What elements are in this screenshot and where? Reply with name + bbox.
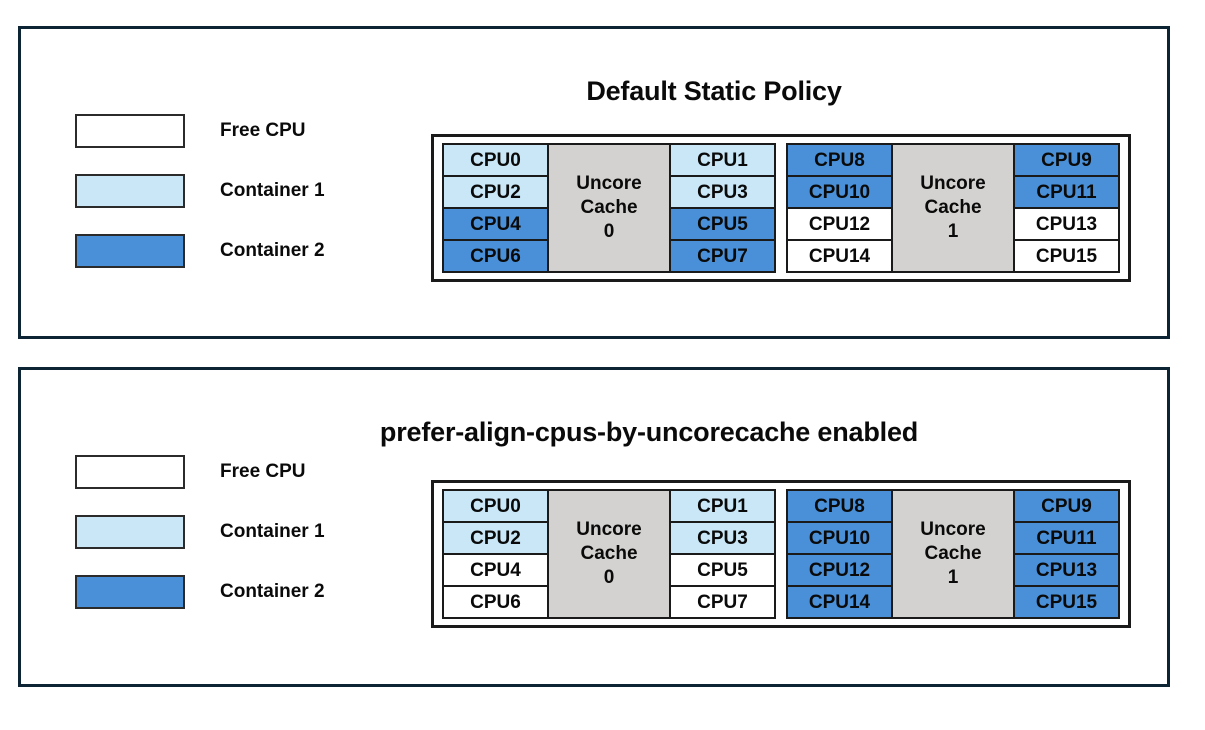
cpu-cell: CPU13 [1013,555,1118,587]
uncore-cache-index: 1 [947,566,959,588]
uncore-cache-line1: Uncore [576,173,642,195]
uncore-cache-box: Uncore Cache 0 [549,145,669,271]
cpu-cell: CPU4 [444,555,549,587]
cpu-cell: CPU15 [1013,241,1118,271]
cpu-column-right: CPU9 CPU11 CPU13 CPU15 [1013,145,1118,271]
uncore-cache-line2: Cache [580,543,638,565]
legend-label-free-cpu: Free CPU [220,461,306,482]
cpu-cell: CPU8 [788,491,893,523]
uncore-cache-line2: Cache [924,197,982,219]
cpu-cell: CPU3 [669,523,774,555]
uncore-cache-index: 1 [947,220,959,242]
cache-group-1: CPU8 CPU10 CPU12 CPU14 Uncore Cache 1 CP… [786,143,1120,273]
cpu-cell: CPU12 [788,209,893,241]
uncore-cache-index: 0 [603,220,615,242]
cpu-cell: CPU7 [669,587,774,617]
legend-bottom: Free CPU Container 1 Container 2 [75,454,325,610]
legend-top: Free CPU Container 1 Container 2 [75,113,325,269]
legend-swatch-container-2 [75,575,185,609]
cpu-cell: CPU1 [669,491,774,523]
cpu-cell: CPU7 [669,241,774,271]
legend-swatch-container-1 [75,515,185,549]
cpu-column-right: CPU1 CPU3 CPU5 CPU7 [669,491,774,617]
legend-swatch-free-cpu [75,114,185,148]
cpu-cell: CPU6 [444,241,549,271]
cpu-cell: CPU13 [1013,209,1118,241]
uncore-cache-box: Uncore Cache 1 [893,491,1013,617]
cpu-cell: CPU2 [444,523,549,555]
cpu-column-left: CPU8 CPU10 CPU12 CPU14 [788,145,893,271]
cpu-column-right: CPU9 CPU11 CPU13 CPU15 [1013,491,1118,617]
legend-swatch-container-1 [75,174,185,208]
cpu-cell: CPU9 [1013,491,1118,523]
cpu-cell: CPU10 [788,523,893,555]
legend-label-free-cpu: Free CPU [220,120,306,141]
cpu-cell: CPU5 [669,209,774,241]
legend-item-free-cpu: Free CPU [75,454,325,490]
uncore-cache-box: Uncore Cache 0 [549,491,669,617]
cpu-cell: CPU14 [788,587,893,617]
cpu-cell: CPU15 [1013,587,1118,617]
cpu-cell: CPU0 [444,145,549,177]
cpu-column-left: CPU0 CPU2 CPU4 CPU6 [444,145,549,271]
uncore-cache-box: Uncore Cache 1 [893,145,1013,271]
cpu-cell: CPU14 [788,241,893,271]
page-title: Default Static Policy [586,76,842,106]
uncore-cache-line2: Cache [924,543,982,565]
cpu-column-right: CPU1 CPU3 CPU5 CPU7 [669,145,774,271]
cache-group-1: CPU8 CPU10 CPU12 CPU14 Uncore Cache 1 CP… [786,489,1120,619]
legend-swatch-container-2 [75,234,185,268]
panel-prefer-align-cpus-by-uncorecache: prefer-align-cpus-by-uncorecache enabled… [18,367,1170,687]
cache-group-0: CPU0 CPU2 CPU4 CPU6 Uncore Cache 0 CPU1 … [442,143,776,273]
uncore-cache-line2: Cache [580,197,638,219]
legend-label-container-2: Container 2 [220,581,325,602]
legend-swatch-free-cpu [75,455,185,489]
legend-item-container-1: Container 1 [75,173,325,209]
legend-label-container-1: Container 1 [220,521,325,542]
cpu-cell: CPU1 [669,145,774,177]
legend-item-container-1: Container 1 [75,514,325,550]
cpu-cell: CPU2 [444,177,549,209]
legend-label-container-2: Container 2 [220,240,325,261]
cache-group-0: CPU0 CPU2 CPU4 CPU6 Uncore Cache 0 CPU1 … [442,489,776,619]
cpu-cell: CPU8 [788,145,893,177]
legend-label-container-1: Container 1 [220,180,325,201]
cpu-topology-diagram: CPU0 CPU2 CPU4 CPU6 Uncore Cache 0 CPU1 … [431,134,1131,282]
legend-item-container-2: Container 2 [75,233,325,269]
uncore-cache-line1: Uncore [920,519,986,541]
cpu-cell: CPU6 [444,587,549,617]
cpu-cell: CPU9 [1013,145,1118,177]
legend-item-free-cpu: Free CPU [75,113,325,149]
cpu-column-left: CPU0 CPU2 CPU4 CPU6 [444,491,549,617]
uncore-cache-index: 0 [603,566,615,588]
cpu-cell: CPU4 [444,209,549,241]
panel-default-static-policy: Default Static Policy Free CPU Container… [18,26,1170,339]
cpu-cell: CPU11 [1013,177,1118,209]
cpu-cell: CPU0 [444,491,549,523]
cpu-cell: CPU3 [669,177,774,209]
cpu-cell: CPU11 [1013,523,1118,555]
legend-item-container-2: Container 2 [75,574,325,610]
page-title: prefer-align-cpus-by-uncorecache enabled [379,417,919,447]
uncore-cache-line1: Uncore [920,173,986,195]
cpu-cell: CPU10 [788,177,893,209]
cpu-column-left: CPU8 CPU10 CPU12 CPU14 [788,491,893,617]
cpu-cell: CPU12 [788,555,893,587]
cpu-cell: CPU5 [669,555,774,587]
cpu-topology-diagram: CPU0 CPU2 CPU4 CPU6 Uncore Cache 0 CPU1 … [431,480,1131,628]
uncore-cache-line1: Uncore [576,519,642,541]
